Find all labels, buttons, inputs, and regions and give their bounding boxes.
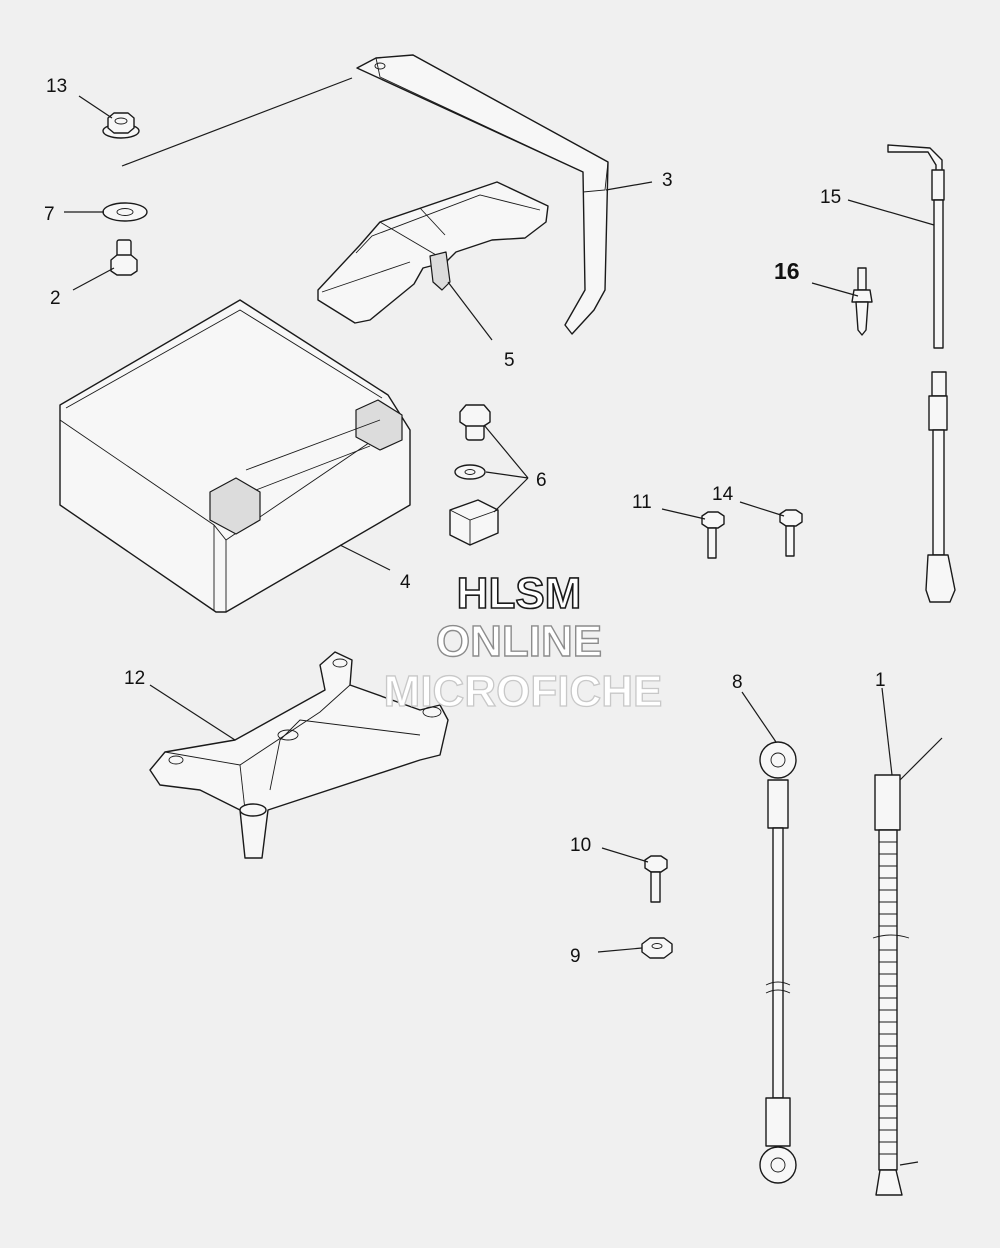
part-16-pin [851,267,873,336]
callout-4: 4 [400,572,411,593]
part-7-washer [102,202,148,222]
part-1-battery-cable [872,737,943,1196]
watermark-line-3: MICROFICHE [384,667,663,716]
part-5-hold-down-plate [317,181,549,324]
part-9-nut [641,937,673,959]
callout-14: 14 [712,484,734,505]
callout-10: 10 [570,835,591,856]
callout-15: 15 [820,187,841,208]
callout-2: 2 [50,288,61,309]
callout-3: 3 [662,170,673,191]
part-10-screw [644,855,668,903]
callout-1: 1 [875,670,886,691]
part-11-screw [701,511,725,559]
part-8-ground-cable [759,741,797,1184]
part-14-screw [779,509,803,557]
part-3-strap-bracket [356,54,609,335]
part-13-flange-nut [102,112,140,139]
callout-13: 13 [46,76,67,97]
part-2-bolt [110,239,138,276]
callout-16: 16 [774,258,800,284]
part-6-terminal-hardware [449,404,499,546]
callout-6: 6 [536,470,547,491]
callout-5: 5 [504,350,515,371]
callout-7: 7 [44,204,55,225]
part-4-battery [59,299,411,613]
watermark-line-2: ONLINE [436,617,602,666]
callout-9: 9 [570,946,581,967]
watermark-line-1: HLSM [457,569,582,618]
callout-8: 8 [732,672,743,693]
callout-11: 11 [632,492,652,513]
part-15-cable [887,144,956,603]
callout-12: 12 [124,668,145,689]
part-12-battery-tray [149,651,449,859]
leader-lines [64,77,935,953]
